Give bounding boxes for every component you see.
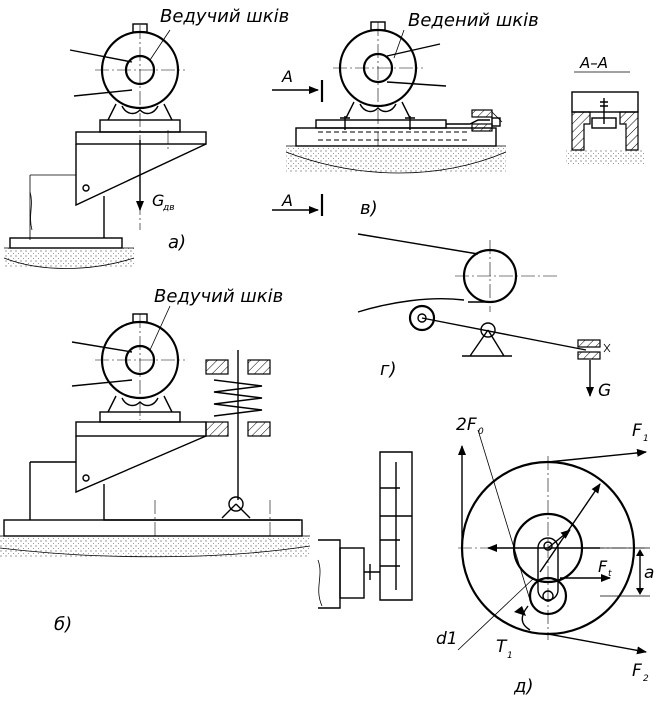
label-gravity-g: G [598, 381, 611, 401]
figure-b-spring-tensioner [0, 305, 413, 609]
label-driven-pulley: Ведений шків [408, 10, 539, 31]
section-aa [566, 71, 644, 164]
label-T1: T [496, 637, 508, 657]
section-mark-top: А [281, 67, 293, 86]
label-2F0-sub: 0 [478, 427, 484, 437]
label-Ft: F [598, 557, 608, 576]
label-F2-sub: 2 [643, 674, 649, 684]
label-F2: F [632, 661, 642, 681]
section-mark-bottom: А [281, 191, 293, 210]
label-gravity-a-sub: дв [162, 203, 175, 213]
label-T1-sub: 1 [507, 651, 513, 661]
label-driving-pulley-b: Ведучий шків [154, 286, 283, 307]
figure-tag-b: б) [54, 614, 72, 635]
figure-tag-g: г) [380, 359, 396, 380]
label-F1-top: F [632, 421, 642, 441]
label-Ft-sub: t [608, 569, 612, 579]
figure-a-motor-on-bracket [3, 23, 207, 269]
figure-tag-v: в) [360, 198, 378, 219]
label-d1: d1 [436, 629, 458, 649]
figure-d-force-diagram [457, 429, 650, 655]
figure-v-sliding-motor [272, 21, 507, 216]
label-F1-top-sub: 1 [643, 434, 649, 444]
label-driving-pulley-a: Ведучий шків [160, 6, 289, 27]
label-gravity-a: G [152, 191, 164, 210]
label-2F0: 2F [456, 415, 477, 435]
figure-g-idler-lever [357, 233, 611, 397]
label-dim-a: a [644, 563, 654, 583]
figure-tag-d: д) [513, 676, 533, 697]
label-section-aa: А–А [579, 54, 608, 72]
figure-tag-a: а) [168, 232, 186, 253]
